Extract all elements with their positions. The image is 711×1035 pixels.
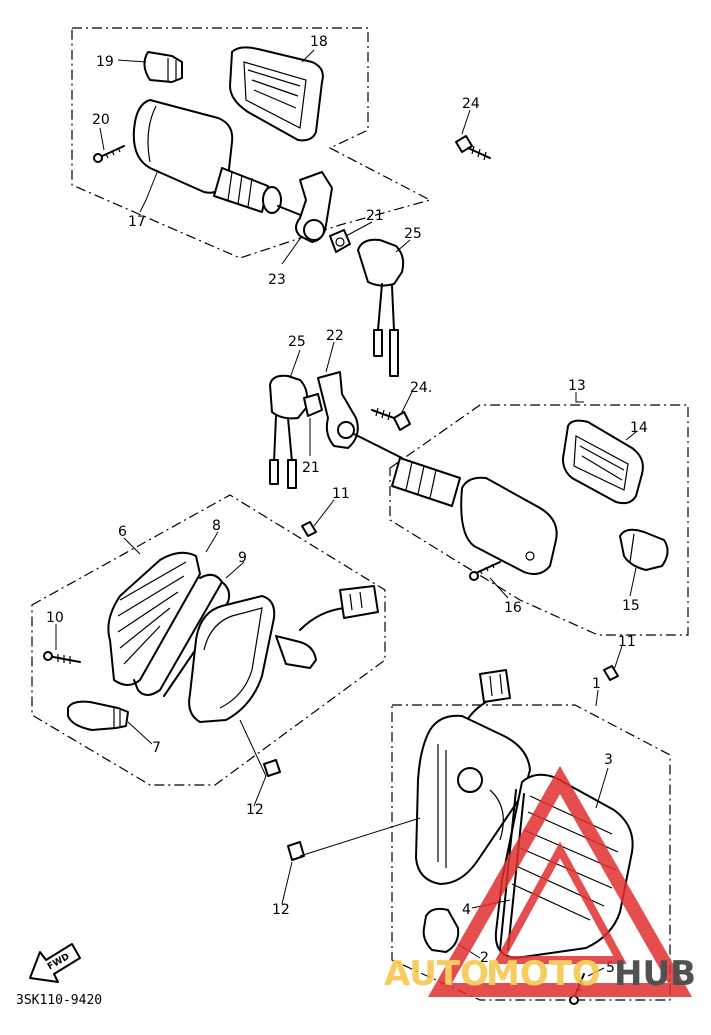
callout-2: 2 xyxy=(480,950,489,966)
callout-17: 17 xyxy=(128,214,146,230)
callout-16: 16 xyxy=(504,600,522,616)
clip-12a xyxy=(263,759,281,777)
clip-12b xyxy=(287,841,305,861)
connector-7 xyxy=(339,585,379,619)
housing-17 xyxy=(132,99,234,194)
callout-5: 5 xyxy=(606,960,615,976)
lens-14 xyxy=(562,419,644,505)
screw-11a xyxy=(301,521,317,537)
callout-7: 7 xyxy=(152,740,161,756)
upper-flasher-assembly xyxy=(93,46,324,219)
right-flasher-assembly xyxy=(391,419,669,581)
watermark-auto: AUTO xyxy=(384,954,489,994)
housing-13 xyxy=(460,476,558,575)
bulb-2 xyxy=(422,907,460,953)
gasket-9 xyxy=(163,581,231,697)
stalk-13 xyxy=(391,457,461,507)
screw-11b xyxy=(603,665,619,681)
callout-11-mid: 11 xyxy=(332,486,350,502)
callout-labels: 19 18 20 17 24 21 25 23 25 22 24. 21 13 … xyxy=(46,34,648,976)
callout-25-top: 25 xyxy=(404,226,422,242)
callout-4: 4 xyxy=(462,902,471,918)
bulb-15 xyxy=(619,528,669,571)
callout-13: 13 xyxy=(568,378,586,394)
callout-24-mid: 24. xyxy=(410,380,432,396)
callout-10: 10 xyxy=(46,610,64,626)
leader-lines xyxy=(55,49,637,977)
callout-12-mid: 12 xyxy=(246,802,264,818)
callout-19: 19 xyxy=(96,54,114,70)
socket-25-lower xyxy=(269,374,309,420)
callout-23: 23 xyxy=(268,272,286,288)
middle-mount-parts xyxy=(269,371,411,489)
watermark-moto: MOTO xyxy=(486,954,601,994)
socket-25 xyxy=(357,238,405,287)
nut-21-lower xyxy=(303,393,323,417)
left-flasher-assembly xyxy=(43,521,379,777)
callout-3: 3 xyxy=(604,752,613,768)
callout-25-mid: 25 xyxy=(288,334,306,350)
watermark-logo: AUTO MOTO HUB xyxy=(384,765,696,997)
connector-1 xyxy=(479,669,511,703)
callout-22: 22 xyxy=(326,328,344,344)
housing-1 xyxy=(415,714,531,885)
callout-24-top: 24 xyxy=(462,96,480,112)
callout-21-top: 21 xyxy=(366,208,384,224)
bulb-19 xyxy=(143,51,183,83)
diagram-code: 3SK110-9420 xyxy=(16,993,103,1008)
callout-12-low: 12 xyxy=(272,902,290,918)
callout-8: 8 xyxy=(212,518,221,534)
housing-7 xyxy=(188,595,276,723)
bulb-7 xyxy=(67,700,129,731)
screw-24-mid xyxy=(393,411,411,431)
callout-6: 6 xyxy=(118,524,127,540)
nut-21 xyxy=(329,229,351,253)
callout-18: 18 xyxy=(310,34,328,50)
callout-11-low: 11 xyxy=(618,634,636,650)
callout-15: 15 xyxy=(622,598,640,614)
callout-9: 9 xyxy=(238,550,247,566)
watermark-hub: HUB xyxy=(614,954,696,994)
callout-14: 14 xyxy=(630,420,648,436)
callout-1: 1 xyxy=(592,676,601,692)
gasket-8 xyxy=(133,573,223,696)
fwd-arrow: FWD xyxy=(29,943,81,983)
stalk-17 xyxy=(213,167,269,213)
upper-mount-parts xyxy=(295,135,491,377)
callout-20: 20 xyxy=(92,112,110,128)
callout-21-mid: 21 xyxy=(302,460,320,476)
lens-6 xyxy=(107,551,201,686)
group-outlines xyxy=(31,27,689,1001)
lens-18 xyxy=(229,46,324,142)
